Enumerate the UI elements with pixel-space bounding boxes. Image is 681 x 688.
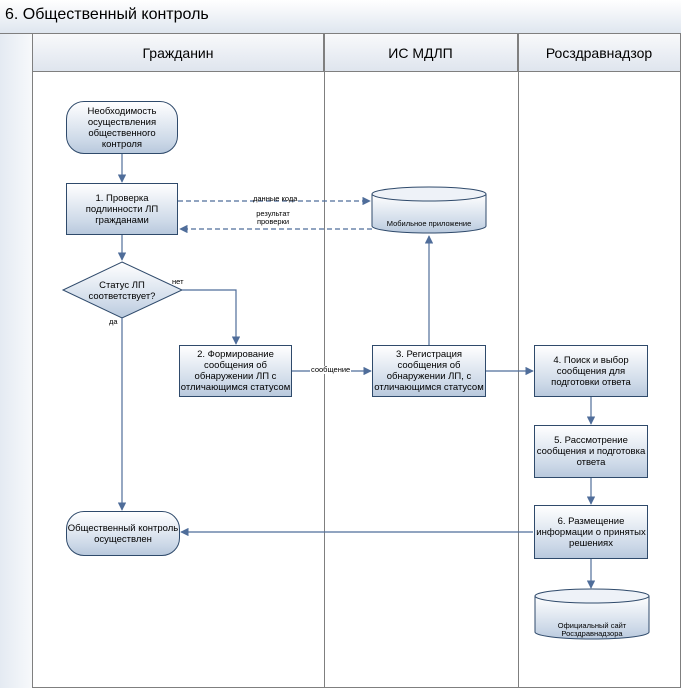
step2-node: 2. Формирование сообщения об обнаружении… [179,345,292,397]
step6-node: 6. Размещение информации о принятых реше… [534,505,648,559]
end-node: Общественный контроль осуществлен [66,511,180,556]
edge-label-yes: да [109,317,118,326]
left-strip [0,34,33,688]
lane-header-is-mdlp: ИС МДЛП [324,34,518,72]
edge-label-code-data: данные кода [253,194,298,203]
lane-header-roszdravnadzor: Росздравнадзор [518,34,681,72]
step1-node: 1. Проверка подлинности ЛП гражданами [66,183,178,235]
mobile-app-label: Мобильное приложение [386,218,472,228]
lane-header-citizen: Гражданин [33,34,324,72]
edge-label-message: сообщение [310,365,352,374]
edge-label-no: нет [172,277,184,286]
edge-decision-no [182,289,241,345]
lane-divider [518,34,519,688]
title-bar [0,0,681,34]
decision-label: Статус ЛП соответствует? [88,280,156,302]
step4-node: 4. Поиск и выбор сообщения для подготовк… [534,345,648,397]
official-site-database [534,588,650,640]
lane-divider [324,34,325,688]
step3-node: 3. Регистрация сообщения об обнаружении … [372,345,486,397]
diagram-title: 6. Общественный контроль [5,6,209,23]
mobile-app-database [371,186,487,234]
official-site-label: Официальный сайт Росздравнадзора [557,621,627,638]
start-node: Необходимость осуществления общественног… [66,101,178,154]
step5-node: 5. Рассмотрение сообщения и подготовка о… [534,425,648,478]
edge-label-check-result: результат проверки [256,209,290,226]
